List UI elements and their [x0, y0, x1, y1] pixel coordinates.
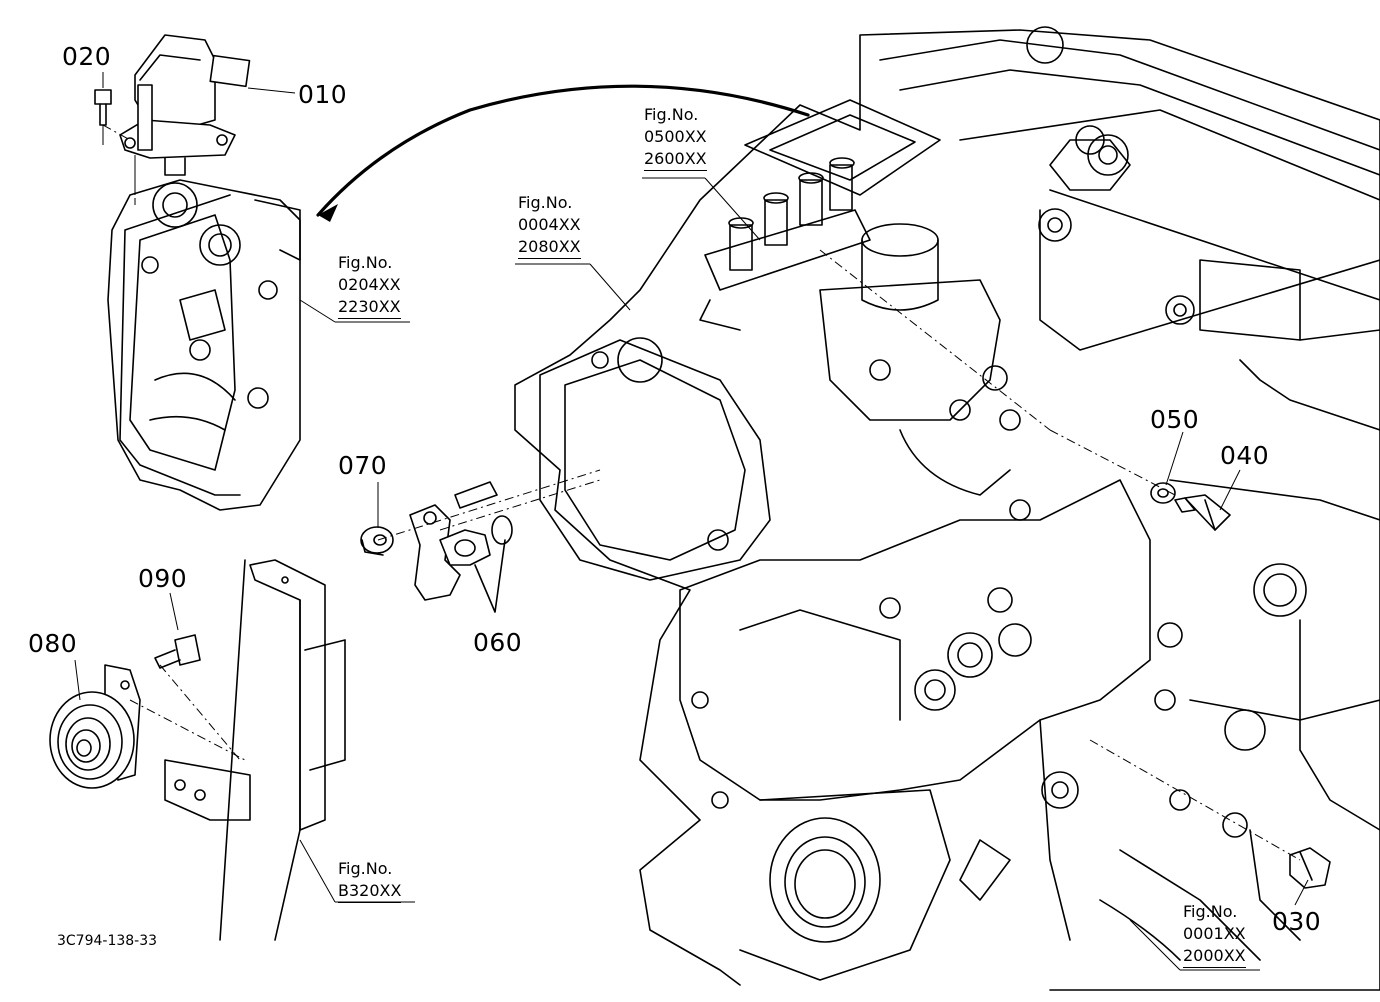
figure-ref-number: 0204XX: [338, 275, 401, 294]
part-label-050: 050: [1150, 405, 1200, 434]
figure-ref-0204[interactable]: Fig.No. 0204XX 2230XX: [338, 252, 401, 319]
part-040-drawing: [1174, 494, 1231, 531]
figure-ref-number: B320XX: [338, 880, 402, 903]
figure-ref-prefix: Fig.No.: [518, 193, 573, 212]
part-label-080: 080: [28, 629, 78, 658]
bracket-drawing: [164, 559, 346, 941]
figure-ref-0001[interactable]: Fig.No. 0001XX 2000XX: [1183, 901, 1246, 968]
part-070-drawing: [360, 526, 394, 556]
figure-ref-prefix: Fig.No.: [1183, 902, 1238, 921]
figure-ref-number: 0004XX: [518, 215, 581, 234]
part-050-drawing: [1150, 482, 1176, 504]
assembly-arrowhead: [318, 204, 338, 222]
part-label-040: 040: [1220, 441, 1270, 470]
figure-ref-number: 2600XX: [644, 148, 707, 171]
part-060-drawing: [409, 481, 513, 613]
figure-ref-number: 2080XX: [518, 236, 581, 259]
part-label-030: 030: [1272, 907, 1322, 936]
part-label-060: 060: [473, 628, 523, 657]
figure-ref-0004[interactable]: Fig.No. 0004XX 2080XX: [518, 192, 581, 259]
figure-ref-b320[interactable]: Fig.No. B320XX: [338, 858, 402, 903]
part-label-010: 010: [298, 80, 348, 109]
part-label-070: 070: [338, 451, 388, 480]
dash-center-lines: [102, 124, 1301, 861]
assembly-arrow: [316, 84, 810, 217]
figure-ref-number: 0001XX: [1183, 924, 1246, 943]
part-080-drawing: [49, 664, 141, 789]
part-label-090: 090: [138, 564, 188, 593]
part-label-020: 020: [62, 42, 112, 71]
leader-lines: [74, 72, 1309, 971]
engine-block-drawing: [514, 26, 1380, 991]
figure-ref-number: 2230XX: [338, 296, 401, 319]
figure-ref-prefix: Fig.No.: [644, 105, 699, 124]
part-030-drawing: [1289, 847, 1331, 889]
figure-ref-prefix: Fig.No.: [338, 253, 393, 272]
drawing-code: 3C794-138-33: [57, 933, 158, 949]
figure-ref-prefix: Fig.No.: [338, 859, 393, 878]
figure-ref-0500[interactable]: Fig.No. 0500XX 2600XX: [644, 104, 707, 171]
figure-ref-number: 2000XX: [1183, 945, 1246, 968]
figure-ref-number: 0500XX: [644, 127, 707, 146]
gear-case-drawing: [107, 179, 301, 511]
part-090-drawing: [154, 634, 201, 669]
part-020-drawing: [94, 89, 112, 145]
part-010-drawing: [119, 34, 251, 195]
